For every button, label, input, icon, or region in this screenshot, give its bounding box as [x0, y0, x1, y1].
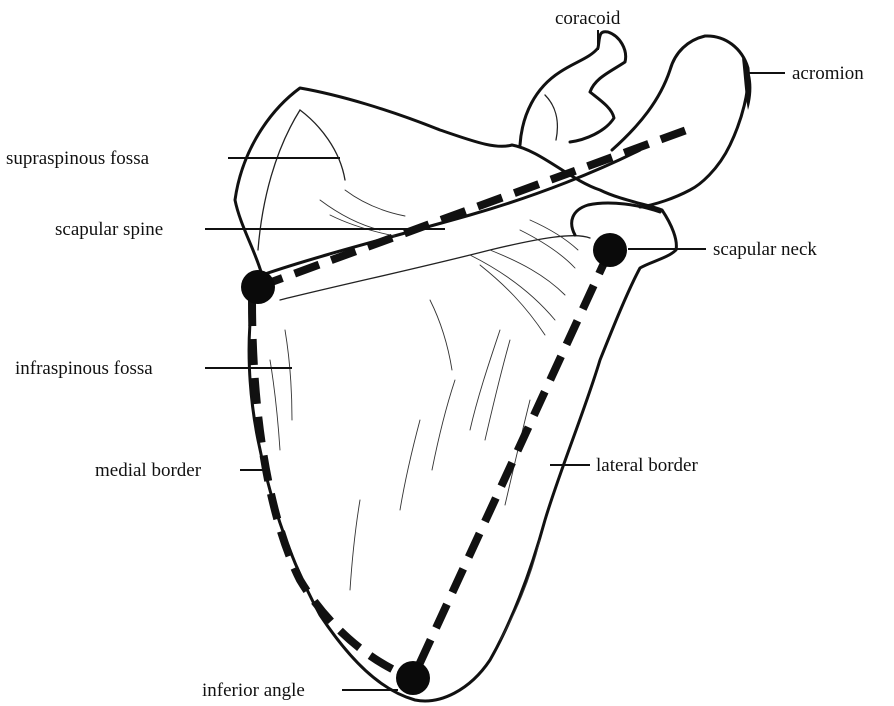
label-scapular-spine: scapular spine — [55, 219, 163, 240]
medial-border-dashed-line — [252, 300, 413, 678]
spine-ridge-lower — [280, 236, 590, 300]
label-supraspinous-fossa: supraspinous fossa — [6, 148, 150, 169]
scapular-neck-point — [593, 233, 627, 267]
labels: coracoid acromion supraspinous fossa sca… — [6, 8, 864, 701]
acromion-outline — [612, 36, 748, 207]
label-acromion: acromion — [792, 63, 864, 84]
label-inferior-angle: inferior angle — [202, 680, 305, 701]
medial-spine-point — [241, 270, 275, 304]
spine-dashed-line — [258, 128, 692, 287]
glenoid-outline — [572, 203, 660, 235]
coracoid-inner-line — [545, 95, 557, 140]
acromion-shadow — [742, 58, 751, 110]
label-infraspinous-fossa: infraspinous fossa — [15, 358, 153, 379]
label-scapular-neck: scapular neck — [713, 239, 817, 260]
scapula-body-outline — [235, 88, 676, 701]
label-lateral-border: lateral border — [596, 455, 698, 476]
label-coracoid: coracoid — [555, 8, 621, 29]
label-medial-border: medial border — [95, 460, 202, 481]
leader-lines — [205, 30, 785, 690]
inferior-angle-point — [396, 661, 430, 695]
coracoid-process-outline — [520, 32, 626, 145]
reference-lines — [252, 128, 692, 678]
